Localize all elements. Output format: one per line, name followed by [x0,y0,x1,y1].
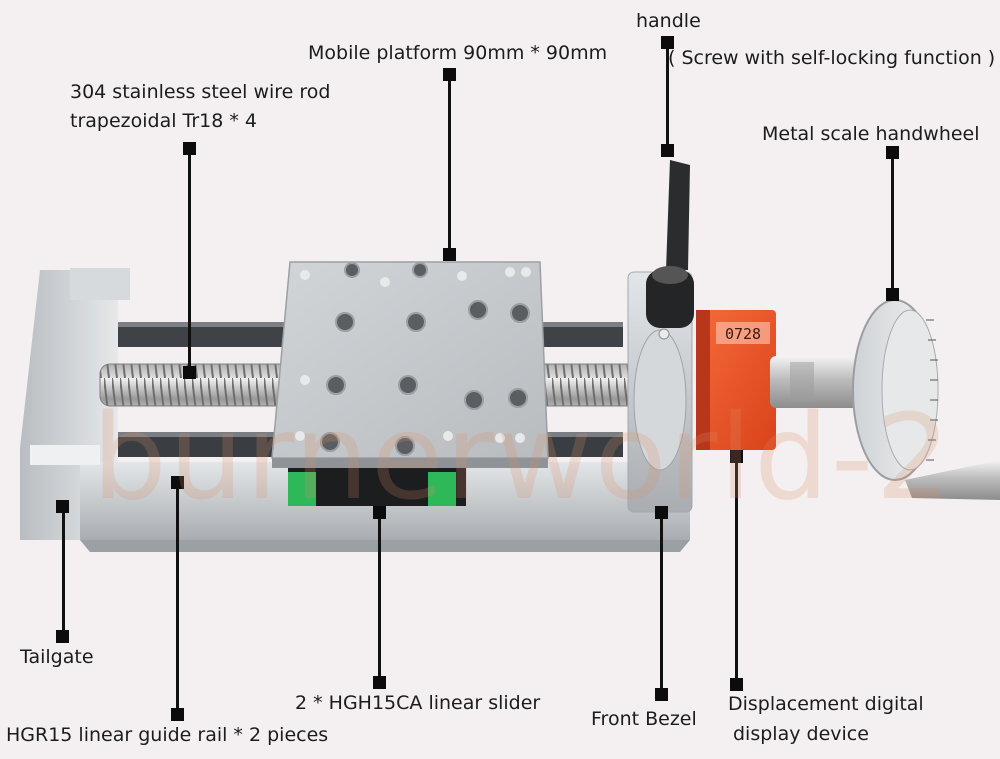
label-wire-rod-line2: trapezoidal Tr18 * 4 [70,110,258,132]
label-display-line1: Displacement digital [728,693,924,715]
digital-counter: 0728 [696,310,776,450]
mobile-platform [271,261,549,468]
label-front-bezel: Front Bezel [591,708,697,730]
label-handle-note: ( Screw with self-locking function ) [668,47,996,69]
watermark: burnerworld-2 [92,388,953,526]
label-linear-slider: 2 * HGH15CA linear slider [295,692,541,714]
leader-lines [56,36,899,721]
counter-digits: 0728 [725,325,761,343]
front-bezel [627,271,693,513]
label-mobile-platform: Mobile platform 90mm * 90mm [308,42,608,64]
label-guide-rail: HGR15 linear guide rail * 2 pieces [6,724,329,746]
label-handwheel: Metal scale handwheel [762,123,980,145]
handwheel-assembly [770,299,1000,500]
label-handle: handle [636,10,701,32]
label-display-line2: display device [733,723,869,745]
label-tailgate: Tailgate [20,646,94,668]
locking-handle [646,160,694,328]
label-wire-rod-line1: 304 stainless steel wire rod [70,81,331,103]
